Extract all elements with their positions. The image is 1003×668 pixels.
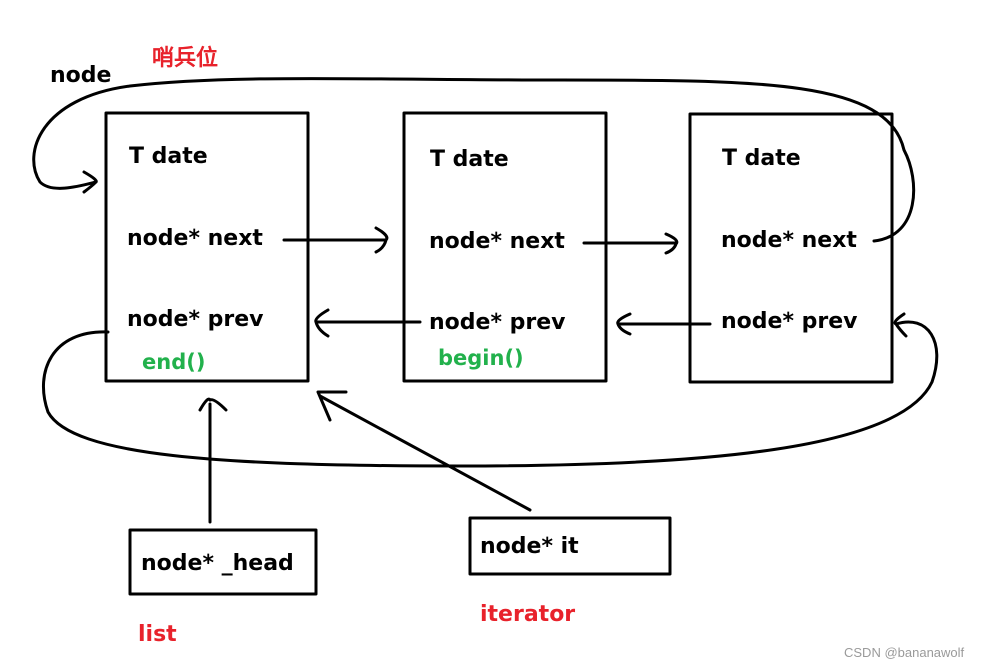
node-2-prev-field: node* prev xyxy=(429,310,566,335)
head-arrow xyxy=(198,397,228,524)
sentinel-label: 哨兵位 xyxy=(152,46,219,71)
watermark: CSDN @bananawolf xyxy=(844,645,965,660)
next-arrow-2 xyxy=(582,232,679,255)
node-3-box xyxy=(688,112,894,384)
end-marker: end() xyxy=(142,350,206,374)
iterator-pointer-box xyxy=(468,516,672,576)
node-3-date-field: T date xyxy=(722,146,801,171)
prev-arrow-1 xyxy=(314,308,422,338)
prev-arrow-2 xyxy=(616,312,712,336)
list-label: list xyxy=(138,622,177,647)
node-3-next-field: node* next xyxy=(721,228,857,253)
iterator-pointer-text: node* it xyxy=(480,534,579,559)
node-3-prev-field: node* prev xyxy=(721,309,858,334)
node-type-label: node xyxy=(50,63,112,88)
wrap-next-arc xyxy=(32,77,916,243)
node-1-date-field: T date xyxy=(129,144,208,169)
node-1-prev-field: node* prev xyxy=(127,307,264,332)
head-pointer-text: node* _head xyxy=(141,551,294,576)
wrap-prev-arc xyxy=(41,312,939,468)
iterator-label: iterator xyxy=(480,602,576,627)
sentinel-node-box xyxy=(104,111,310,383)
node-2-box xyxy=(402,111,608,383)
node-2-date-field: T date xyxy=(430,147,509,172)
node-2-next-field: node* next xyxy=(429,229,565,254)
iterator-arrow xyxy=(316,390,532,512)
begin-marker: begin() xyxy=(438,346,524,370)
head-pointer-box xyxy=(128,528,318,596)
node-1-next-field: node* next xyxy=(127,226,263,251)
next-arrow-1 xyxy=(282,226,389,254)
